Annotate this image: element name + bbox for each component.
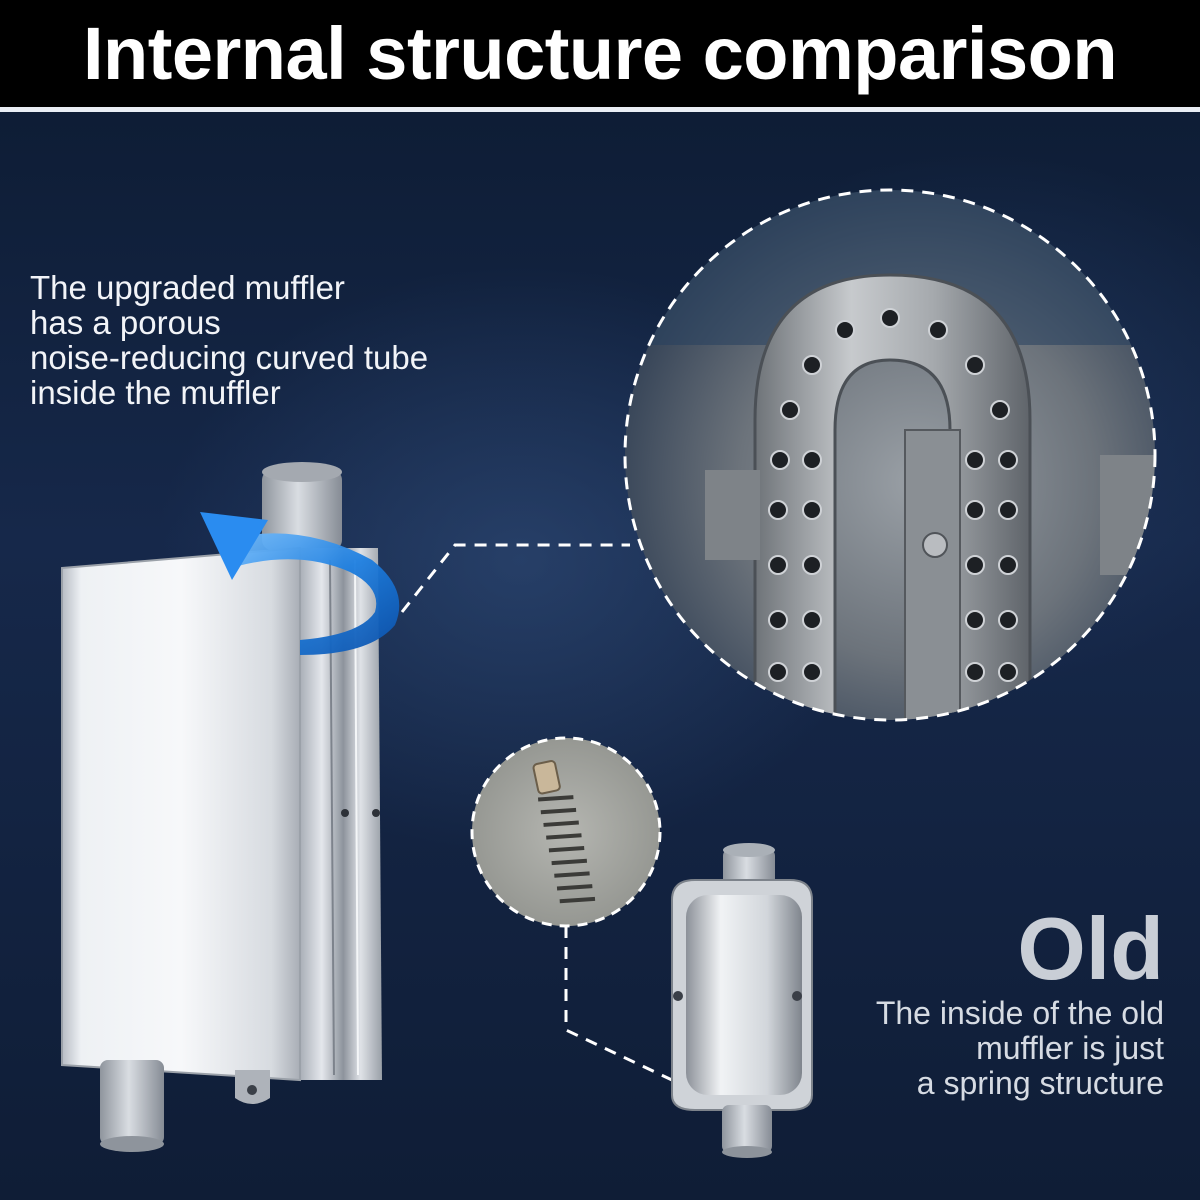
upgraded-caption-line: The upgraded muffler [30, 269, 345, 306]
old-caption-line: a spring structure [916, 1065, 1164, 1101]
perforated-tube-detail [623, 188, 1157, 722]
title-bar: Internal structure comparison [0, 0, 1200, 112]
page-title: Internal structure comparison [82, 12, 1118, 95]
upgraded-caption-line: noise-reducing curved tube [30, 339, 429, 376]
old-muffler-image [671, 843, 813, 1158]
old-label: Old [1017, 899, 1164, 998]
old-caption-line: muffler is just [976, 1030, 1164, 1066]
upgraded-muffler-image [61, 462, 382, 1152]
old-caption: The inside of the old muffler is just a … [744, 996, 1164, 1101]
connector-upgraded [400, 543, 630, 613]
upgraded-caption-line: inside the muffler [30, 374, 281, 411]
upgraded-caption-line: has a porous [30, 304, 221, 341]
upgraded-caption: The upgraded muffler has a porous noise-… [30, 270, 550, 410]
old-caption-line: The inside of the old [875, 995, 1164, 1031]
curved-arrow-icon [200, 512, 400, 655]
spring-detail [470, 736, 662, 928]
connector-old [564, 926, 673, 1082]
